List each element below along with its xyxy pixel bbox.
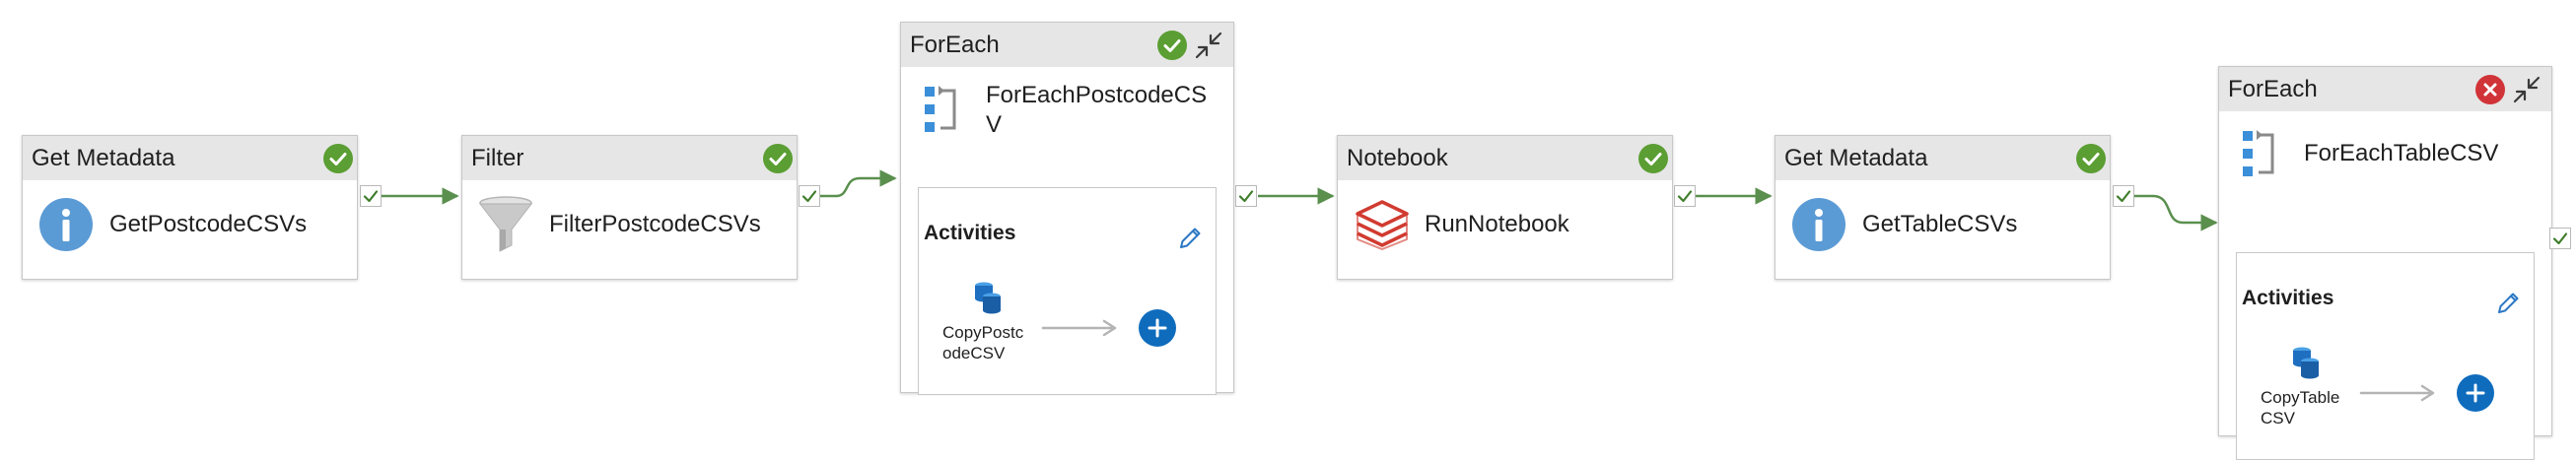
inner-activity-label: CopyTable CSV (2261, 388, 2340, 427)
on-success-port[interactable] (360, 185, 382, 207)
activity-get-metadata-getpostcodecsvs[interactable]: Get Metadata GetPostcodeCSVs (22, 135, 358, 280)
success-status-icon (1157, 31, 1187, 60)
activity-type-label: Notebook (1347, 144, 1448, 171)
add-activity-button[interactable] (1139, 309, 1176, 347)
on-success-port[interactable] (1235, 185, 1257, 207)
collapse-icon[interactable] (1193, 30, 1224, 61)
success-status-icon (1638, 144, 1668, 173)
collapse-icon[interactable] (2511, 74, 2542, 105)
info-icon (39, 198, 93, 251)
activity-header: Get Metadata (23, 136, 357, 180)
activity-header: Notebook (1338, 136, 1672, 180)
on-success-port[interactable] (1674, 185, 1696, 207)
copy-data-icon (2289, 346, 2323, 386)
activity-type-label: Get Metadata (32, 144, 175, 171)
inner-activities-panel[interactable]: Activities CopyPostc odeCSV (918, 187, 1217, 395)
on-success-port[interactable] (2549, 228, 2571, 249)
success-status-icon (323, 144, 353, 173)
activity-name: ForEachTableCSV (2304, 140, 2499, 166)
arrow-right-icon (1041, 318, 1120, 343)
success-status-icon (763, 144, 793, 173)
activity-notebook-runnotebook[interactable]: Notebook RunNotebook (1337, 135, 1673, 280)
activity-header: ForEach (2219, 67, 2551, 111)
connector-getmetadata-foreach (2134, 194, 2218, 231)
on-success-port[interactable] (2113, 185, 2134, 207)
activity-name: RunNotebook (1425, 211, 1569, 237)
foreach-icon (923, 85, 962, 134)
activity-type-label: Filter (471, 144, 524, 171)
on-success-port[interactable] (799, 185, 820, 207)
inner-activities-panel[interactable]: Activities CopyTable CSV (2236, 252, 2535, 460)
foreach-icon (2241, 129, 2280, 178)
activity-header: Get Metadata (1775, 136, 2110, 180)
activity-foreach-foreachpostcodecsv[interactable]: ForEach ForEachPostcodeCS V (900, 22, 1234, 395)
connector-filter-foreach (819, 169, 897, 198)
failed-status-icon (2475, 75, 2505, 104)
activity-header: Filter (462, 136, 797, 180)
activity-type-label: ForEach (910, 31, 1000, 58)
success-status-icon (2076, 144, 2106, 173)
activity-name: ForEachPostcodeCS V (986, 82, 1208, 138)
activities-label: Activities (2242, 287, 2334, 309)
add-activity-button[interactable] (2457, 374, 2494, 412)
edit-pencil-icon[interactable] (1177, 226, 1203, 251)
activity-name: FilterPostcodeCSVs (549, 211, 761, 237)
arrow-right-icon (2359, 383, 2438, 408)
inner-activity-label: CopyPostc odeCSV (942, 323, 1024, 362)
databricks-notebook-icon (1356, 200, 1409, 251)
activity-filter-filterpostcodecsvs[interactable]: Filter FilterPostcodeCSVs (461, 135, 798, 280)
copy-data-icon (971, 281, 1005, 321)
activity-name: GetTableCSVs (1862, 211, 2018, 237)
funnel-icon (478, 196, 533, 253)
activity-type-label: ForEach (2228, 75, 2318, 102)
activity-foreach-foreachtablecsv[interactable]: ForEach ForEachTableCSV Activities (2218, 66, 2552, 460)
activity-name: GetPostcodeCSVs (109, 211, 308, 237)
edit-pencil-icon[interactable] (2495, 291, 2521, 316)
info-icon (1792, 198, 1845, 251)
activity-type-label: Get Metadata (1784, 144, 1928, 171)
activity-header: ForEach (901, 23, 1233, 67)
activities-label: Activities (924, 222, 1016, 244)
activity-get-metadata-gettablecsvs[interactable]: Get Metadata GetTableCSVs (1775, 135, 2111, 280)
